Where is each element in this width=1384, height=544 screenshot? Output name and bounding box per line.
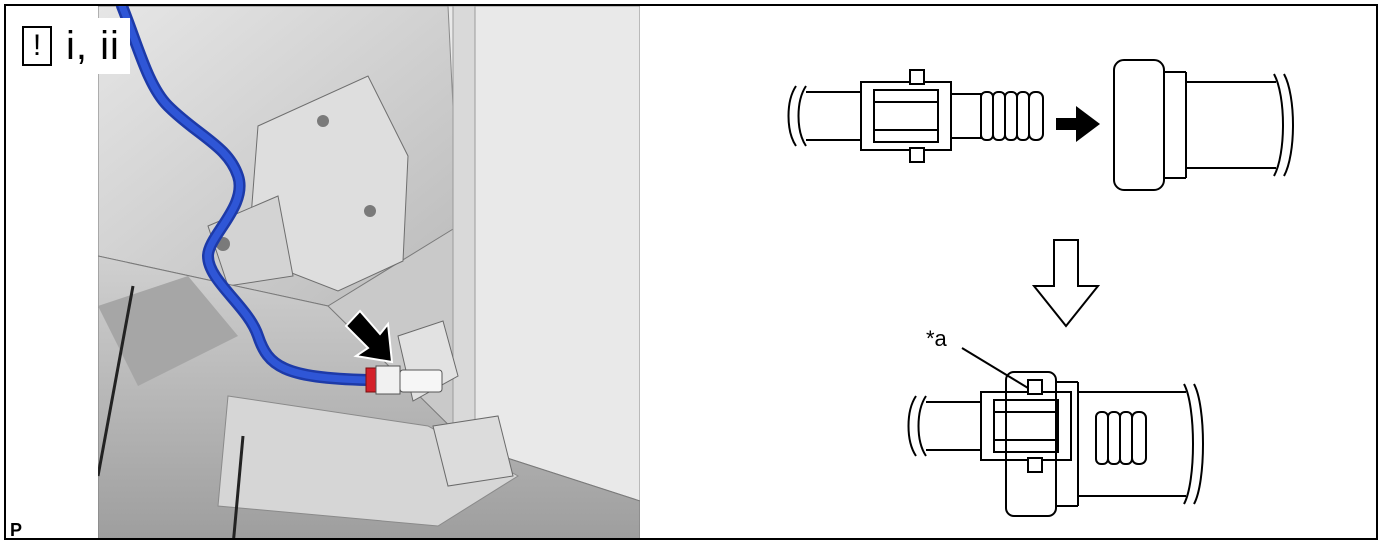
step-reference: i, ii: [66, 23, 120, 68]
connected-assembly: [907, 347, 1204, 517]
warning-symbol: !: [32, 29, 42, 62]
step-label: ! i, ii: [22, 18, 130, 74]
connector-diagram: *a: [787, 59, 1294, 517]
installation-photo: [98, 6, 640, 538]
push-arrow-icon: [1056, 106, 1100, 142]
callout-label: *a: [926, 326, 948, 351]
pipe-end: [1113, 59, 1294, 191]
figure-frame: ! i, ii P: [4, 4, 1378, 540]
hose-connector-before: [787, 69, 1044, 163]
pointer-arrow-icon: [344, 309, 394, 364]
warning-icon: !: [22, 26, 52, 66]
figure-code: P: [10, 520, 23, 540]
next-step-arrow-icon: [1031, 239, 1101, 328]
